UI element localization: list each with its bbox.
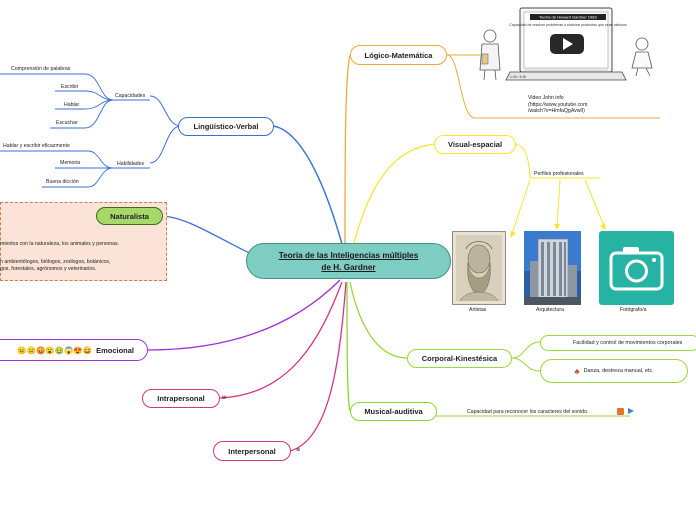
musical-item[interactable]: Capacidad para reconocer los caracteres …: [467, 409, 589, 415]
visual-title: Visual-espacial: [447, 140, 503, 149]
video-title: Teoría de Howard Gardner 1983: [539, 15, 597, 20]
musical-title: Musical-auditiva: [364, 407, 423, 416]
intrapersonal-note-icon[interactable]: w: [222, 395, 227, 401]
logic-node[interactable]: Lógico-Matemática: [350, 45, 447, 65]
interpersonal-node[interactable]: Interpersonal: [213, 441, 291, 461]
cap-item-escuchar[interactable]: Escuchar: [56, 120, 78, 126]
perfiles-label[interactable]: Perfiles profesionales: [534, 171, 584, 177]
video-thumbnail[interactable]: Teoría de Howard Gardner 1983 Capacidad …: [476, 6, 660, 88]
cap-item-comprension[interactable]: Comprensión de palabras: [11, 66, 71, 72]
corporal-item-danza[interactable]: ♣ Danza, destreza manual, etc.: [540, 359, 688, 383]
linguistic-title: Lingüístico-Verbal: [193, 122, 259, 131]
corporal-item2-text: Danza, destreza manual, etc.: [583, 368, 654, 374]
corporal-item1-text: Facilidad y control de movimientos corpo…: [573, 340, 683, 346]
naturalist-text-2b: gos, forestales, agrónomos y veterinario…: [0, 266, 97, 272]
architecture-image[interactable]: [524, 231, 581, 305]
artistas-label: Artistas: [469, 307, 487, 313]
central-title-line2: de H. Gardner: [321, 262, 376, 272]
video-link-line3: /watch?v=HmfaQgAvwlI): [528, 108, 585, 115]
habilidades-label[interactable]: Habilidades: [117, 161, 145, 167]
artist-portrait-image[interactable]: [452, 231, 506, 305]
emotional-title: Emocional: [96, 345, 134, 355]
corporal-item-movimientos[interactable]: Facilidad y control de movimientos corpo…: [540, 335, 696, 351]
video-link[interactable]: Video John info (https://www.youtube.com…: [528, 95, 587, 115]
hab-item-memoria[interactable]: Memoria: [60, 160, 81, 166]
emotions-emoji-row: 😐😑😡😮🤢😱😍😄: [17, 345, 93, 355]
central-title-line1: Teoría de las Inteligencias múltiples: [278, 251, 419, 260]
play-icon[interactable]: [628, 408, 634, 414]
naturalist-node[interactable]: Naturalista: [96, 207, 163, 225]
capacidades-label[interactable]: Capacidades: [115, 93, 146, 99]
video-link-line2: (https://www.youtube.com: [528, 101, 588, 108]
cap-item-escribir[interactable]: Escribir: [61, 84, 79, 90]
visual-node[interactable]: Visual-espacial: [434, 135, 516, 154]
hab-item-hablar-escribir[interactable]: Hablar y escribir eficazmente: [3, 143, 70, 149]
audio-icon[interactable]: [617, 408, 624, 415]
corporal-node[interactable]: Corporal-Kinestésica: [407, 349, 512, 368]
fotografo-label: Fotógrafo/a: [620, 307, 647, 313]
musical-node[interactable]: Musical-auditiva: [350, 402, 437, 421]
arquitectura-label: Arquitectura: [536, 307, 564, 313]
corporal-title: Corporal-Kinestésica: [421, 354, 498, 363]
dancer-icon: ♣: [574, 366, 580, 376]
intrapersonal-node[interactable]: Intrapersonal: [142, 389, 220, 408]
cap-item-hablar[interactable]: Hablar: [64, 102, 80, 108]
video-link-line1: Video John info: [528, 95, 564, 101]
video-caption: Capacidad de resolver problemas o elabor…: [509, 23, 627, 27]
naturalist-text-2a[interactable]: n ambientólogos, biólogos, zoólogos, bot…: [0, 259, 111, 265]
hab-item-diccion[interactable]: Buena dicción: [46, 179, 79, 185]
camera-image[interactable]: [599, 231, 674, 305]
play-button-icon[interactable]: [550, 34, 584, 54]
intrapersonal-title: Intrapersonal: [157, 394, 205, 403]
linguistic-node[interactable]: Lingüístico-Verbal: [178, 117, 274, 136]
interpersonal-title: Interpersonal: [228, 446, 276, 456]
emotional-node[interactable]: 😐😑😡😮🤢😱😍😄 Emocional: [0, 339, 148, 361]
interpersonal-note-icon[interactable]: ≡: [296, 447, 301, 454]
naturalist-text-1[interactable]: mientos con la naturaleza, los animales …: [0, 241, 120, 247]
naturalist-title: Naturalista: [110, 211, 149, 221]
central-topic[interactable]: Teoría de las Inteligencias múltiples de…: [246, 243, 451, 279]
video-time: 1:00 / 4:49: [510, 75, 526, 79]
logic-title: Lógico-Matemática: [364, 50, 433, 60]
teacher-figure-right-icon: [631, 37, 653, 77]
teacher-figure-left-icon: [479, 29, 501, 81]
